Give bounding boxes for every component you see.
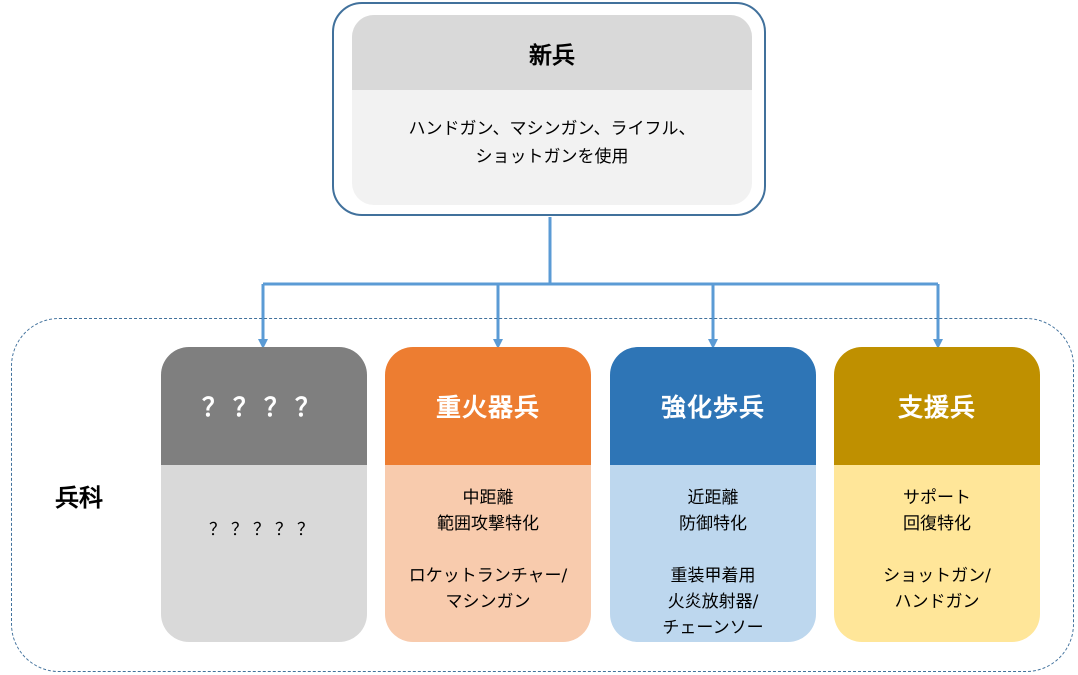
recruit-description-line-2: ショットガンを使用 [475, 146, 629, 167]
class-card-unknown: ？？？？ ？？？？？ [161, 347, 367, 642]
class-group-boundary [11, 318, 1074, 672]
class-card-enhanced-infantry: 強化歩兵 近距離 防御特化 重装甲着用 火炎放射器/ チェーンソー [610, 347, 816, 642]
class-detail-line: サポート [903, 488, 971, 508]
class-title-unknown: ？？？？ [161, 347, 367, 465]
class-group-label: 兵科 [55, 484, 103, 512]
class-detail-line: ショットガン/ [883, 566, 991, 586]
class-detail-line: マシンガン [445, 592, 531, 612]
class-detail-line: ハンドガン [894, 592, 980, 612]
class-detail-line: 防御特化 [679, 514, 747, 534]
recruit-description: ハンドガン、マシンガン、ライフル、 ショットガンを使用 [352, 90, 752, 205]
class-detail-line: 重装甲着用 [670, 566, 756, 586]
recruit-title: 新兵 [352, 15, 752, 90]
class-details-heavy-weapons: 中距離 範囲攻撃特化 ロケットランチャー/ マシンガン [385, 465, 591, 642]
class-details-unknown: ？？？？？ [161, 465, 367, 642]
class-card-support: 支援兵 サポート 回復特化 ショットガン/ ハンドガン [834, 347, 1040, 642]
class-title-support: 支援兵 [834, 347, 1040, 465]
class-detail-line: 火炎放射器/ [667, 592, 759, 612]
class-title-enhanced-infantry: 強化歩兵 [610, 347, 816, 465]
class-detail-line: 範囲攻撃特化 [437, 514, 539, 534]
class-title-heavy-weapons: 重火器兵 [385, 347, 591, 465]
class-detail-line: 回復特化 [903, 514, 971, 534]
class-detail-line: ロケットランチャー/ [408, 566, 568, 586]
recruit-description-line-1: ハンドガン、マシンガン、ライフル、 [408, 118, 696, 139]
class-detail-line: 中距離 [462, 488, 514, 508]
recruit-node: 新兵 ハンドガン、マシンガン、ライフル、 ショットガンを使用 [352, 15, 752, 205]
class-card-heavy-weapons: 重火器兵 中距離 範囲攻撃特化 ロケットランチャー/ マシンガン [385, 347, 591, 642]
recruit-node-frame [332, 2, 766, 216]
class-detail-line: チェーンソー [662, 618, 764, 638]
class-details-enhanced-infantry: 近距離 防御特化 重装甲着用 火炎放射器/ チェーンソー [610, 465, 816, 642]
class-detail-line: 近距離 [687, 488, 739, 508]
class-details-support: サポート 回復特化 ショットガン/ ハンドガン [834, 465, 1040, 642]
class-detail-line: ？？？？？ [209, 520, 319, 540]
